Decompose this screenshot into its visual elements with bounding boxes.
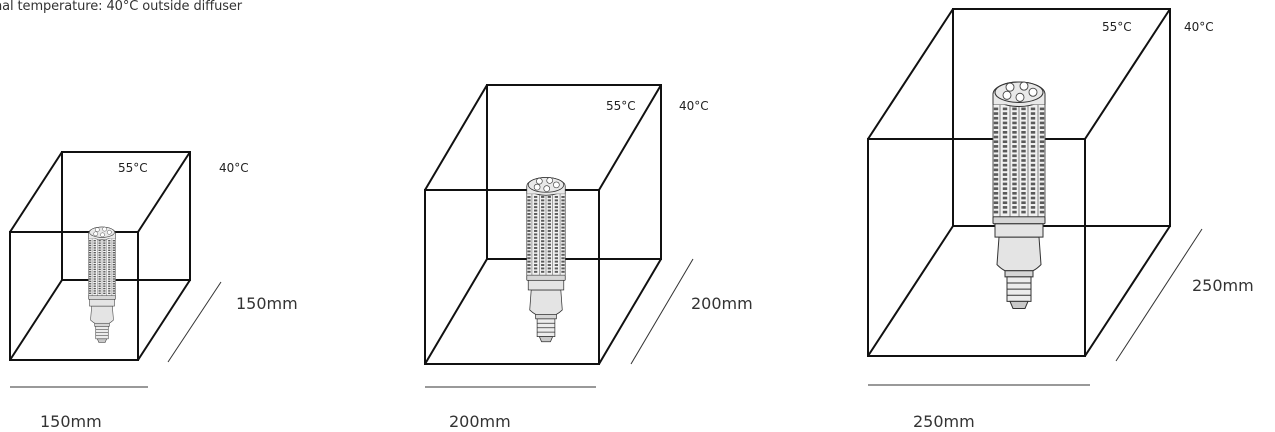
depth-label: 200mm xyxy=(691,294,753,313)
inside-temperature: 55°C xyxy=(606,99,636,113)
outside-temperature: 40°C xyxy=(1184,20,1214,34)
diagram-150mm: 55°C 40°C 150mm 150mm xyxy=(9,151,298,431)
corn-led-bulb xyxy=(88,226,116,343)
depth-dimension-line xyxy=(630,258,694,365)
inside-temperature: 55°C xyxy=(118,161,148,175)
depth-label: 250mm xyxy=(1192,276,1254,295)
width-label: 250mm xyxy=(913,412,975,431)
caption-text: nal temperature: 40°C outside diffuser xyxy=(0,0,243,14)
width-label: 200mm xyxy=(449,412,511,431)
corn-led-bulb xyxy=(526,177,566,343)
depth-dimension-line xyxy=(167,281,222,363)
depth-label: 150mm xyxy=(236,294,298,313)
inside-temperature: 55°C xyxy=(1102,20,1132,34)
corn-led-bulb xyxy=(992,81,1046,309)
diagram-250mm: 55°C 40°C 250mm 250mm xyxy=(867,8,1254,431)
width-label: 150mm xyxy=(40,412,102,431)
diagram-200mm: 55°C 40°C 200mm 200mm xyxy=(424,84,753,431)
outside-temperature: 40°C xyxy=(219,161,249,175)
enclosure-box xyxy=(9,151,191,361)
depth-dimension-line xyxy=(1115,228,1203,362)
outside-temperature: 40°C xyxy=(679,99,709,113)
